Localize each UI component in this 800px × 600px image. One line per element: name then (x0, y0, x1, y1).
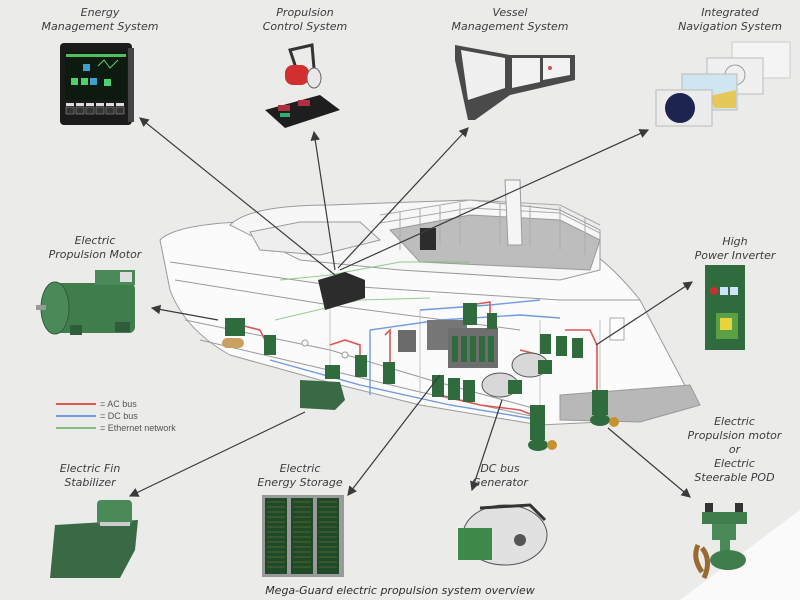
steerable-pod-icon (693, 503, 747, 580)
battery-cells (267, 501, 337, 568)
legend-item-ac-bus: = AC bus (56, 398, 176, 410)
arrow-to-inverter (595, 281, 694, 346)
arrow-to-propulsion-motor (150, 304, 219, 321)
label-energy-storage: Electric Energy Storage (257, 462, 343, 489)
label-integrated-navigation: Integrated Navigation System (678, 6, 782, 33)
legend-item-dc-bus: = DC bus (56, 410, 176, 422)
label-electric-propulsion-motor: Electric Propulsion Motor (48, 234, 142, 261)
arrow-to-pod (607, 427, 691, 498)
inverter-cabinet-icon (705, 265, 745, 350)
label-vessel-management: Vessel Management System (451, 6, 569, 33)
arrow-to-energy-storage (347, 374, 441, 496)
arrow-to-generator (470, 399, 503, 492)
label-propulsion-control: Propulsion Control System (262, 6, 348, 33)
arrow-to-fin-stabilizer (128, 411, 306, 497)
electric-motor-icon (36, 270, 135, 335)
arrow-to-energy-management (139, 117, 336, 276)
radar-chart-screens-icon (655, 41, 791, 127)
arrow-to-propulsion-control (310, 130, 336, 271)
touchscreen-display-icon (60, 43, 134, 125)
fin-stabilizer-icon (50, 500, 138, 578)
legend-item-ethernet: = Ethernet network (56, 422, 176, 434)
battery-rack-icon (262, 495, 344, 577)
ethernet-network-lines (274, 261, 470, 321)
legend: = AC bus = DC bus = Ethernet network (56, 398, 176, 434)
label-high-power-inverter: High Power Inverter (694, 235, 776, 262)
arrow-to-integrated-navigation (339, 129, 650, 271)
label-dc-bus-generator: DC bus Generator (472, 462, 528, 489)
ethernet-swatch (56, 427, 96, 429)
connection-arrows (128, 117, 694, 498)
diagram-caption: Mega-Guard electric propulsion system ov… (265, 584, 535, 597)
arrow-to-vessel-management (337, 127, 469, 269)
label-energy-management: Energy Management System (41, 6, 159, 33)
label-propulsion-pod: Electric Propulsion motor or Electric St… (687, 415, 782, 484)
console-screens-icon (455, 45, 575, 120)
ac-bus-swatch (56, 403, 96, 405)
onboard-equipment (222, 228, 619, 451)
label-fin-stabilizer: Electric Fin Stabilizer (59, 462, 121, 489)
generator-engine-icon (458, 503, 548, 566)
dc-bus-swatch (56, 415, 96, 417)
throttle-lever-icon (265, 43, 340, 128)
dc-bus-lines (269, 299, 561, 421)
